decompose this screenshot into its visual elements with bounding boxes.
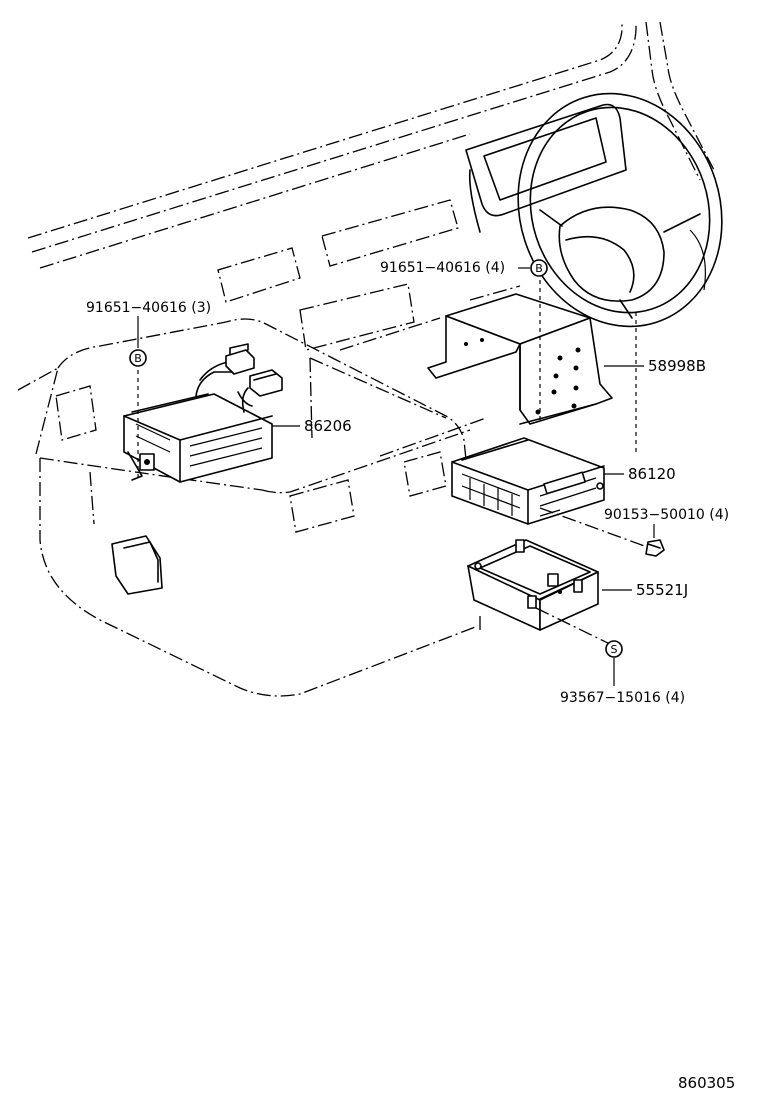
marker-s: S [605, 640, 623, 658]
bracket-58998b [427, 293, 613, 425]
console-switch [111, 535, 163, 595]
figure-code: 860305 [678, 1074, 735, 1092]
label-86206: 86206 [304, 417, 352, 435]
leader-lines [137, 267, 655, 686]
mounting-axis-lines [137, 280, 541, 480]
marker-b-upper: B [530, 259, 548, 277]
label-90153: 90153−50010 (4) [604, 507, 729, 523]
label-91651-upper: 91651−40616 (4) [380, 260, 505, 276]
console-body [17, 285, 521, 697]
marker-b-left: B [129, 349, 147, 367]
instrument-cluster [465, 103, 627, 233]
marker-b-left-text: B [134, 352, 142, 365]
dash-vents [55, 199, 459, 533]
radio-86120 [451, 437, 605, 525]
label-91651-left: 91651−40616 (3) [86, 300, 211, 316]
label-58998b: 58998B [648, 357, 706, 375]
windshield-outline [27, 21, 715, 269]
bracket-55521j [467, 539, 615, 647]
label-93567: 93567−15016 (4) [560, 690, 685, 706]
marker-s-text: S [611, 643, 618, 656]
label-55521j: 55521J [636, 581, 688, 599]
bolt-90153 [539, 507, 665, 557]
label-86120: 86120 [628, 465, 676, 483]
steering-wheel [517, 92, 723, 456]
amplifier-86206 [123, 343, 283, 483]
marker-b-upper-text: B [535, 262, 543, 275]
